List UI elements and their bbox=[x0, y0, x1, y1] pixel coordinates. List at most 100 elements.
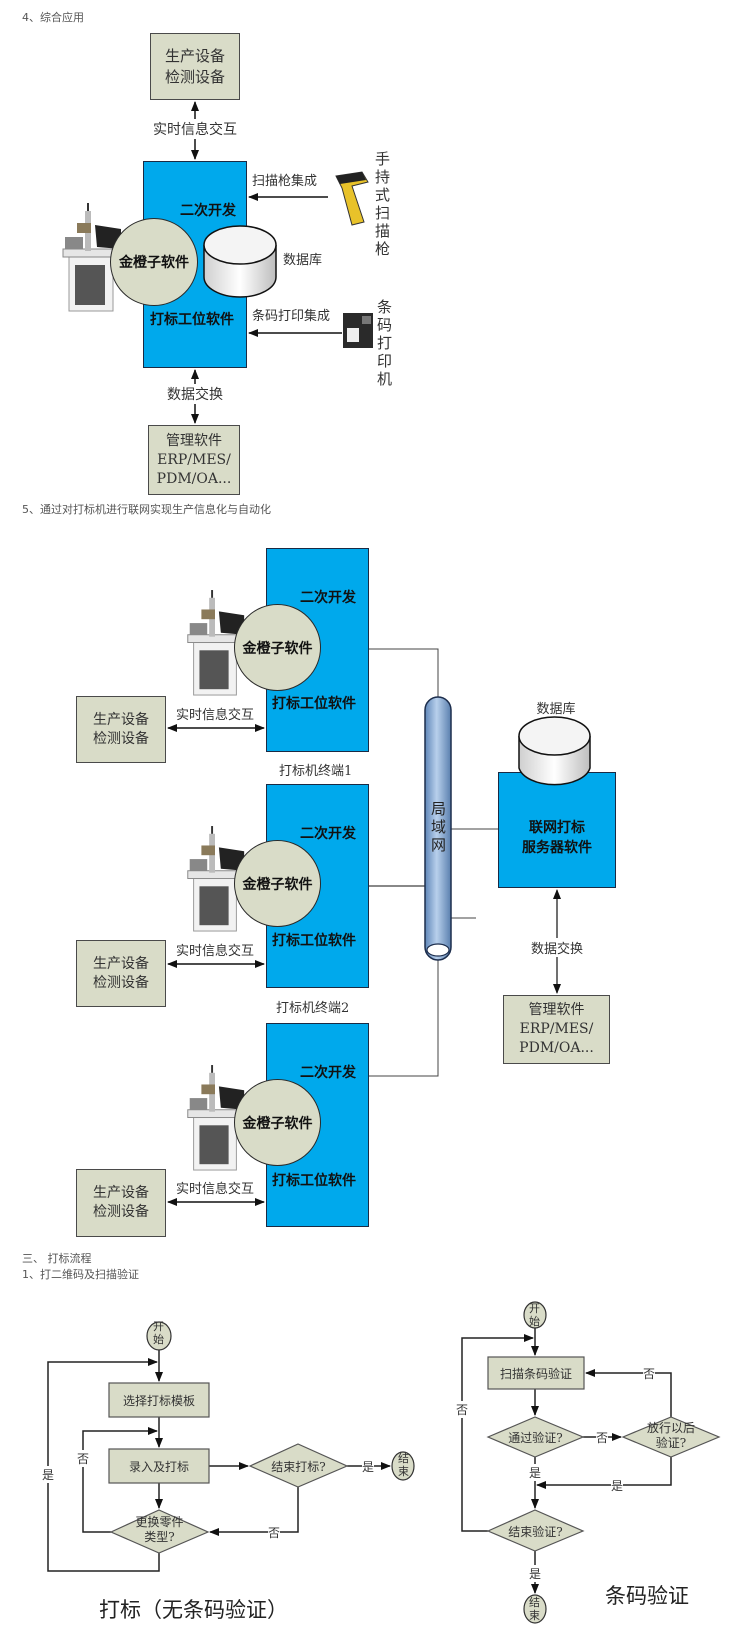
software-circle: 金橙子软件 bbox=[110, 218, 198, 306]
flow-v-yes-end-label: 是 bbox=[529, 1565, 542, 1582]
flow-v-release-q: 放行以后 验证? bbox=[623, 1421, 719, 1451]
server-database-label: 数据库 bbox=[536, 702, 576, 717]
mgmt-line-3: PDM/OA... bbox=[156, 470, 232, 487]
flow-m-end-node bbox=[391, 1451, 415, 1481]
flow-m-no-loop bbox=[82, 1427, 158, 1533]
flow-m-yes-loop bbox=[47, 1358, 160, 1572]
flow-v-end-verify-q: 结束验证? bbox=[508, 1525, 563, 1539]
software-circle-label: 金橙子软件 bbox=[242, 640, 313, 657]
flow-v-scan-box bbox=[487, 1356, 585, 1390]
flow-m-end-marking-q: 结束打标? bbox=[271, 1460, 326, 1474]
mgmt-line-1: 管理软件 bbox=[166, 432, 222, 449]
device-box-line-1: 生产设备 bbox=[164, 46, 225, 65]
flow-v-caption: 条码验证 bbox=[605, 1584, 689, 1608]
flow-v-no-loop bbox=[461, 1334, 534, 1532]
flow-m-no-label: 否 bbox=[268, 1524, 281, 1541]
lan-tube bbox=[424, 696, 452, 961]
release-q-line-2: 验证? bbox=[655, 1436, 687, 1450]
flow-m-no-loop-label: 否 bbox=[77, 1450, 90, 1467]
release-q-line-1: 放行以后 bbox=[646, 1421, 695, 1435]
terminal-3-realtime-label: 实时信息交互 bbox=[176, 1182, 255, 1197]
terminal-1-station-software: 打标工位软件 bbox=[272, 696, 356, 712]
terminal-2-label: 打标机终端2 bbox=[276, 1001, 350, 1016]
lan-link-terminal-3 bbox=[369, 960, 439, 1077]
terminal-2-secondary-dev: 二次开发 bbox=[300, 826, 356, 842]
flow-m-caption: 打标（无条码验证） bbox=[99, 1598, 288, 1622]
server-data-exchange-label: 数据交换 bbox=[520, 938, 594, 957]
flow-m-change-diamond bbox=[109, 1509, 210, 1554]
flow-m-change-part-q: 更换零件 类型? bbox=[111, 1515, 208, 1545]
server-database-icon bbox=[518, 716, 591, 786]
terminal-3-secondary-dev: 二次开发 bbox=[300, 1065, 356, 1081]
terminal-1-secondary-dev: 二次开发 bbox=[300, 590, 356, 606]
terminal-1-label: 打标机终端1 bbox=[279, 764, 353, 779]
server-line-1: 联网打标 bbox=[529, 820, 585, 836]
device-box-line-1: 生产设备 bbox=[93, 711, 149, 728]
flow-m-end-label: 结束 bbox=[398, 1452, 409, 1478]
server-management-box: 管理软件 ERP/MES/ PDM/OA... bbox=[503, 995, 610, 1064]
section-5-heading: 5、通过对打标机进行联网实现生产信息化与自动化 bbox=[22, 503, 271, 516]
flow-v-end-diamond bbox=[486, 1509, 585, 1552]
terminal-1-software-circle: 金橙子软件 bbox=[234, 604, 321, 691]
flow-v-end-label: 结束 bbox=[529, 1596, 540, 1622]
scanner-integration-label: 扫描枪集成 bbox=[252, 174, 318, 189]
lan-label: 局域网 bbox=[431, 800, 447, 854]
software-circle-label: 金橙子软件 bbox=[242, 1115, 313, 1132]
database-label: 数据库 bbox=[283, 253, 323, 268]
section-3-subheading: 1、打二维码及扫描验证 bbox=[22, 1268, 139, 1281]
flow-v-release-diamond bbox=[621, 1416, 721, 1458]
terminal-3-device-box: 生产设备 检测设备 bbox=[76, 1169, 166, 1237]
database-cylinder-icon bbox=[203, 225, 277, 298]
lan-link-terminal-1 bbox=[369, 648, 439, 697]
device-box-line-2: 检测设备 bbox=[93, 1204, 149, 1220]
printer-name-label: 条码打印机 bbox=[377, 298, 393, 388]
flow-m-start-node bbox=[146, 1321, 172, 1351]
terminal-2-station-software: 打标工位软件 bbox=[272, 933, 356, 949]
scanner-name-label: 手持式扫描枪 bbox=[375, 150, 391, 258]
device-box-line-1: 生产设备 bbox=[93, 955, 149, 972]
flow-m-input-mark: 录入及打标 bbox=[128, 1460, 189, 1474]
change-part-line-2: 类型? bbox=[144, 1530, 175, 1544]
flow-v-start-label: 开始 bbox=[529, 1302, 540, 1328]
realtime-label: 实时信息交互 bbox=[148, 119, 242, 139]
data-exchange-label: 数据交换 bbox=[158, 384, 232, 404]
terminal-3-station-software: 打标工位软件 bbox=[272, 1173, 356, 1189]
barcode-printer-image bbox=[343, 313, 373, 348]
flow-v-pass-q: 通过验证? bbox=[508, 1431, 563, 1445]
flow-m-input-box bbox=[108, 1448, 210, 1484]
flow-v-start-node bbox=[523, 1301, 547, 1329]
mgmt-line-2: ERP/MES/ bbox=[157, 451, 231, 468]
flow-v-no-release-label: 否 bbox=[643, 1365, 656, 1382]
flow-v-no-pass-label: 否 bbox=[596, 1429, 609, 1446]
device-box-line-2: 检测设备 bbox=[93, 974, 149, 991]
flow-v-no-loop-label: 否 bbox=[456, 1401, 469, 1418]
mgmt-line-1: 管理软件 bbox=[528, 1002, 585, 1018]
device-box-line-1: 生产设备 bbox=[93, 1185, 149, 1201]
mgmt-line-2: ERP/MES/ bbox=[519, 1021, 594, 1037]
flow-m-start-label: 开始 bbox=[153, 1320, 164, 1346]
section-4-heading: 4、综合应用 bbox=[22, 11, 84, 24]
software-circle-label: 金橙子软件 bbox=[242, 876, 313, 893]
device-box-line-2: 检测设备 bbox=[164, 67, 225, 86]
secondary-dev-label: 二次开发 bbox=[180, 203, 236, 219]
flow-m-yes-end-label: 是 bbox=[362, 1458, 375, 1475]
terminal-2-realtime-label: 实时信息交互 bbox=[176, 944, 255, 959]
flow-v-yes-release-label: 是 bbox=[611, 1477, 624, 1494]
change-part-line-1: 更换零件 bbox=[135, 1515, 184, 1529]
flow-v-pass-diamond bbox=[486, 1416, 585, 1458]
flow-v-end-node bbox=[523, 1594, 547, 1624]
flow-m-end-diamond bbox=[248, 1443, 349, 1488]
device-box-line-2: 检测设备 bbox=[93, 730, 149, 747]
flow-v-scan-verify: 扫描条码验证 bbox=[499, 1367, 572, 1381]
flow-m-no-back bbox=[209, 1487, 299, 1536]
flow-v-release-yes bbox=[536, 1457, 672, 1489]
mgmt-line-3: PDM/OA... bbox=[519, 1040, 594, 1056]
flow-m-select-template: 选择打标模板 bbox=[122, 1394, 195, 1408]
printer-integration-label: 条码打印集成 bbox=[252, 309, 331, 324]
flow-m-select-box bbox=[108, 1382, 210, 1418]
flow-v-release-no bbox=[585, 1369, 672, 1417]
terminal-1-device-box: 生产设备 检测设备 bbox=[76, 696, 166, 763]
network-server-block: 联网打标 服务器软件 bbox=[498, 772, 616, 888]
